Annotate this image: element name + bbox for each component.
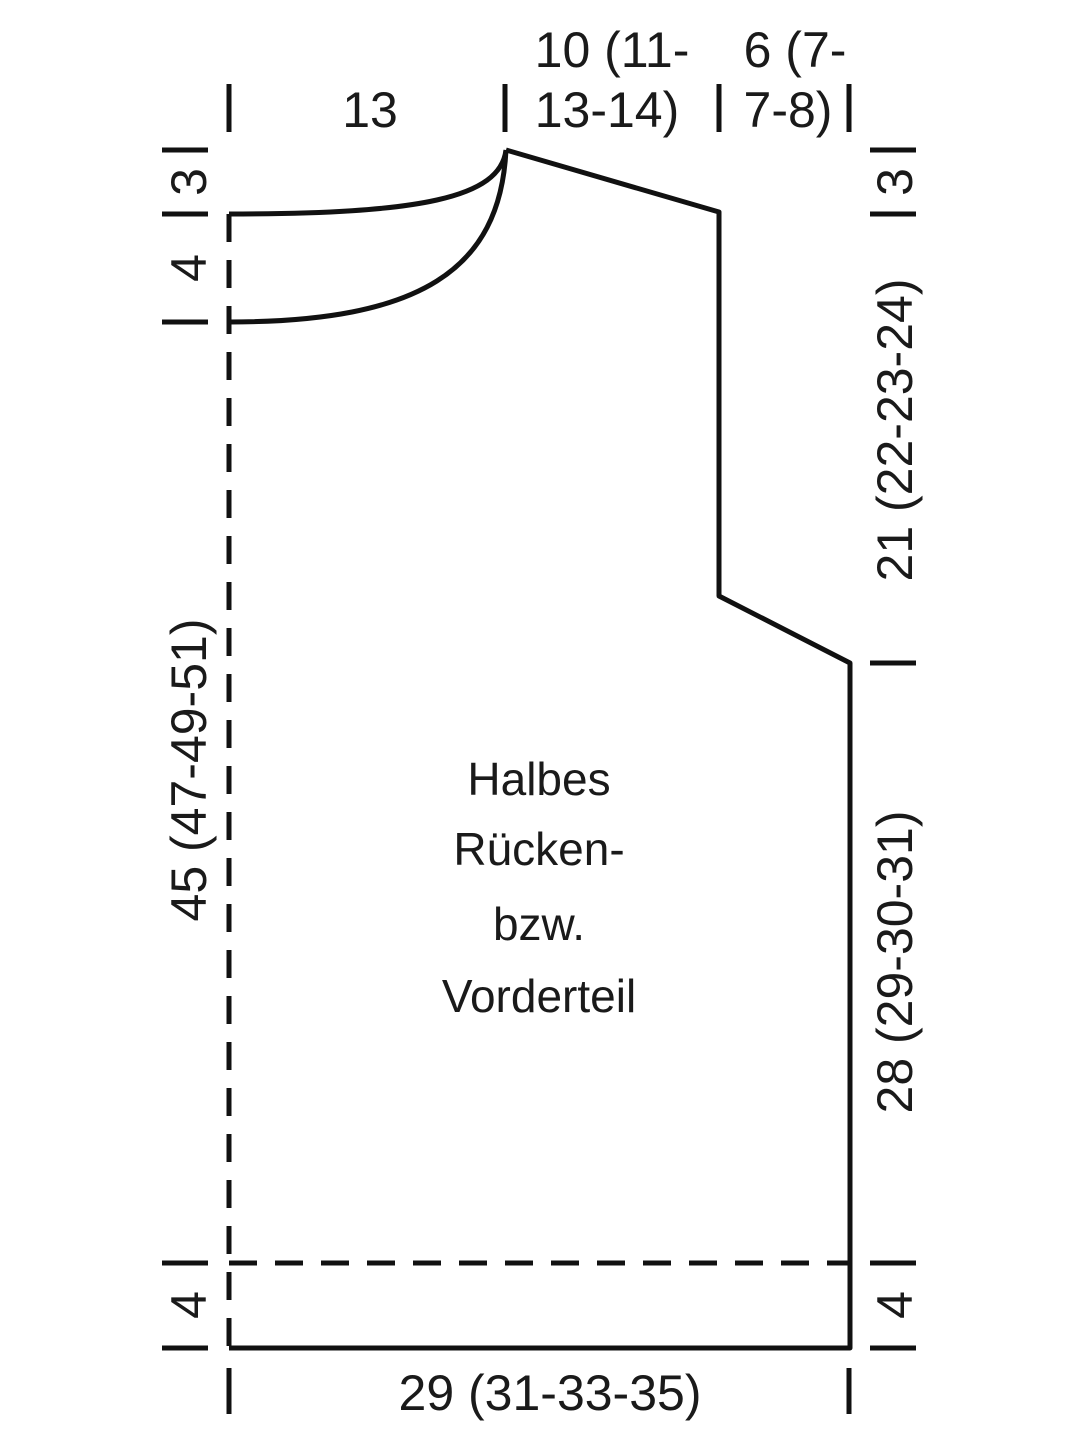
center-title-line3: bzw.	[493, 898, 585, 950]
label-shoulder-width-line1: 10 (11-	[535, 22, 690, 78]
label-left-ribbing: 4	[161, 1291, 217, 1319]
center-title-line4: Vorderteil	[442, 970, 636, 1022]
label-right-ribbing: 4	[867, 1291, 923, 1319]
label-right-armhole-depth: 21 (22-23-24)	[867, 279, 923, 582]
front-neck-curve	[228, 149, 509, 325]
label-bottom-width: 29 (31-33-35)	[399, 1365, 702, 1421]
center-title-line2: Rücken-	[453, 823, 624, 875]
label-left-shoulder-slope: 3	[161, 168, 217, 196]
label-armhole-width-line2: 7-8)	[744, 82, 833, 138]
label-armhole-width-line1: 6 (7-	[744, 22, 847, 78]
label-left-neck-depth: 4	[161, 254, 217, 282]
center-title-line1: Halbes	[467, 753, 610, 805]
shoulder-armhole-side-outline	[229, 147, 853, 1351]
label-right-shoulder-slope: 3	[867, 168, 923, 196]
label-neck-width: 13	[342, 82, 398, 138]
back-neck-curve	[228, 149, 509, 217]
label-left-length: 45 (47-49-51)	[161, 619, 217, 922]
label-right-side-length: 28 (29-30-31)	[867, 811, 923, 1114]
label-shoulder-width-line2: 13-14)	[535, 82, 680, 138]
